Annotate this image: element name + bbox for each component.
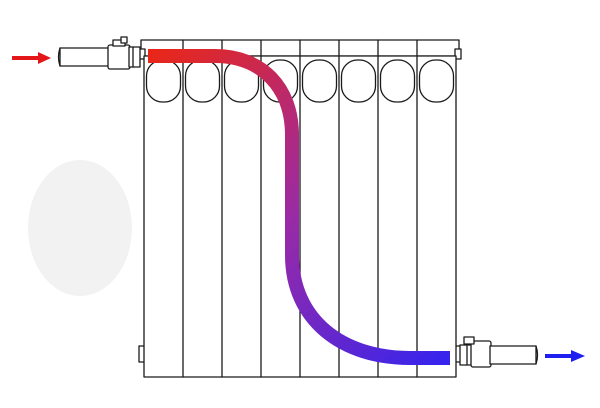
radiator-right-fitting-top — [454, 48, 462, 60]
radiator — [138, 39, 462, 378]
outlet-pipe — [489, 345, 539, 365]
inlet-valve-icon — [107, 36, 141, 70]
red-arrow-right-icon — [12, 52, 51, 64]
background-shadow — [28, 160, 132, 296]
outlet-valve-icon — [459, 336, 492, 368]
section-dividers — [182, 39, 418, 378]
blue-arrow-right-icon — [545, 350, 585, 362]
flow-path — [148, 49, 450, 365]
inlet-pipe — [57, 47, 111, 67]
